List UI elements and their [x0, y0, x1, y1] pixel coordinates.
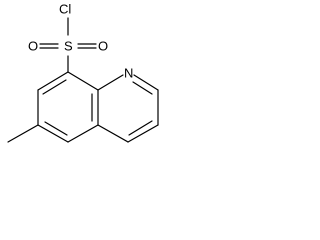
chlorine-label: Cl	[59, 1, 71, 16]
bond-c8a-c8	[67, 71, 99, 91]
bond-c4-c4a	[97, 124, 129, 143]
bond-c6-c5	[37, 124, 69, 143]
bond-c3-c4	[127, 124, 159, 143]
bond-c5-c4a	[67, 124, 99, 143]
nitrogen-label: N	[124, 65, 133, 80]
atom-labels: Cl O S O N	[28, 1, 133, 80]
bond-c6-c5-inner	[44, 121, 68, 136]
bond-c8a-n	[97, 74, 124, 91]
bond-c8-c7	[37, 71, 69, 91]
oxygen-left-label: O	[28, 38, 38, 53]
bond-lines	[7, 17, 159, 143]
bond-c3-c4-inner	[128, 120, 153, 136]
bond-c8-c7-inner	[42, 79, 67, 95]
bond-n-c2-inner	[132, 81, 153, 95]
bond-n-c2	[133, 74, 159, 91]
oxygen-right-label: O	[98, 38, 108, 53]
sulfur-label: S	[64, 38, 73, 53]
bond-c6-methyl	[7, 124, 39, 143]
chemical-structure-diagram: Cl O S O N	[7, 1, 159, 143]
